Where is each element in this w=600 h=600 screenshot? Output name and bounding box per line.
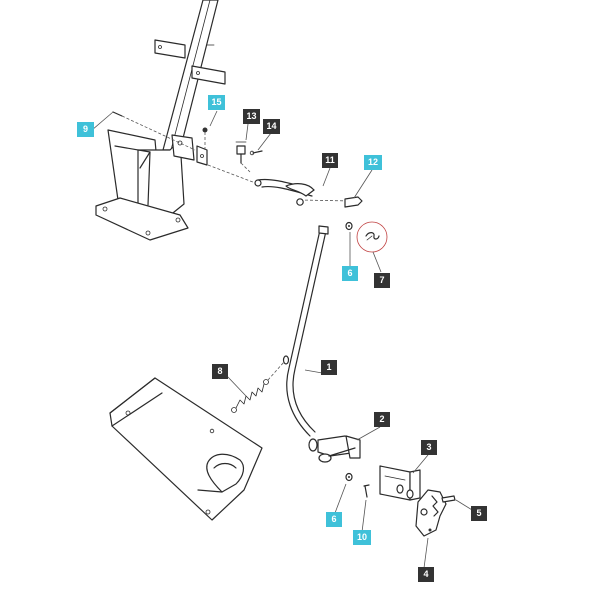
callout-11: 9 — [77, 122, 94, 137]
callout-3: 3 — [421, 440, 437, 455]
part-14-screw — [249, 150, 263, 156]
callout-1: 1 — [321, 360, 337, 375]
callout-9: 11 — [322, 153, 338, 168]
leader-lines — [91, 110, 478, 569]
part-4-ratchet-plate — [415, 489, 447, 537]
part-11-pin — [112, 111, 123, 117]
callout-10: 12 — [364, 155, 382, 170]
callout-5: 5 — [471, 506, 487, 521]
callout-14: 14 — [263, 119, 280, 134]
part-3-hinge-bracket — [379, 465, 421, 501]
floor-plate-cover — [109, 377, 263, 521]
callout-4: 4 — [418, 567, 434, 582]
callout-6-lower: 6 — [326, 512, 342, 527]
part-13-bolt — [235, 141, 247, 164]
part-6-washer-lower — [345, 472, 353, 482]
part-9-link-rod — [254, 178, 315, 206]
callout-12: 10 — [353, 530, 371, 545]
alignment-lines — [121, 115, 353, 202]
part-5-pin — [441, 495, 456, 503]
part-2-pivot-lever — [308, 435, 361, 463]
callout-2: 2 — [374, 412, 390, 427]
callout-8: 8 — [212, 364, 228, 379]
part-6-washer-upper — [345, 221, 353, 231]
callout-13: 13 — [243, 109, 260, 124]
part-1-shift-rod — [282, 225, 329, 437]
part-10-sleeve — [344, 196, 363, 208]
callout-15: 15 — [208, 95, 225, 110]
callout-6-upper: 6 — [342, 266, 358, 281]
part-12-cotter-pin — [363, 484, 370, 498]
steering-column-assembly — [95, 0, 226, 241]
part-7-clip-detail — [356, 221, 388, 253]
part-8-spring — [231, 379, 269, 413]
part-15-ball — [202, 127, 208, 133]
callout-7: 7 — [374, 273, 390, 288]
